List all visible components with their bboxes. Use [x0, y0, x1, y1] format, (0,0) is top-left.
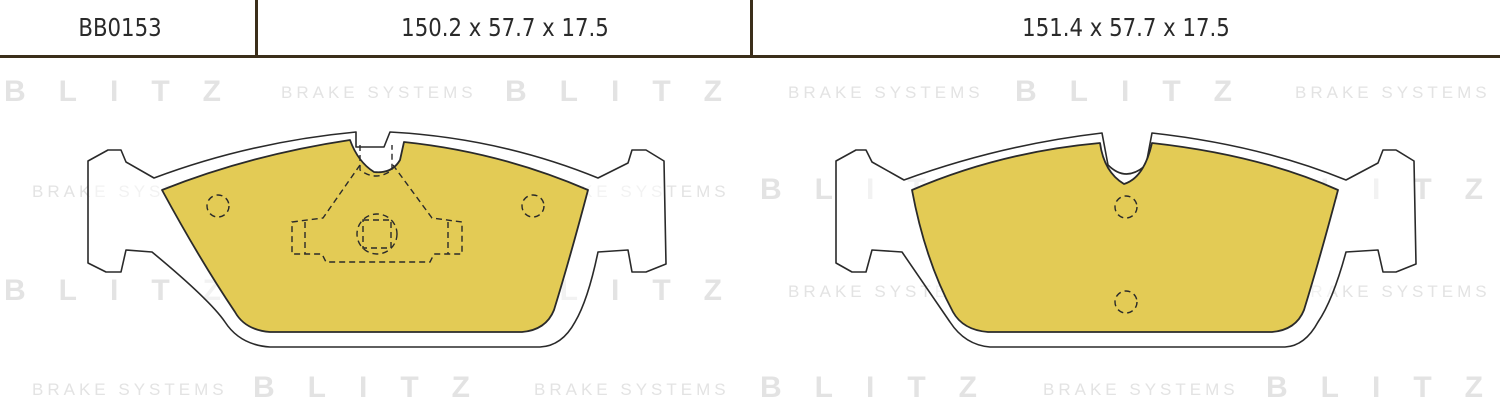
left-pad-pin-hole	[521, 194, 545, 218]
watermark-tagline: BRAKE SYSTEMS	[1295, 282, 1491, 301]
header-bar: BB0153 150.2 x 57.7 x 17.5 151.4 x 57.7 …	[0, 0, 1500, 58]
part-code: BB0153	[78, 13, 162, 42]
watermark-brand: BLITZ	[505, 75, 755, 108]
watermark-brand: BLITZ	[1266, 371, 1500, 404]
header-divider	[750, 0, 753, 58]
left-pad-clip-tabs	[304, 222, 449, 254]
left-pad-rivet-square	[362, 219, 392, 249]
left-pad-hidden-lines	[206, 145, 545, 263]
dimensions-left: 150.2 x 57.7 x 17.5	[401, 13, 609, 42]
right-pad-pin-hole	[1114, 290, 1138, 314]
right-pad-pin-hole	[1114, 195, 1138, 219]
watermark-tagline: BRAKE SYSTEMS	[788, 83, 984, 102]
watermark-tagline: BRAKE SYSTEMS	[1043, 380, 1239, 399]
left-pad-clip-outline	[291, 164, 463, 263]
watermark-tagline: BRAKE SYSTEMS	[281, 83, 477, 102]
watermark-tagline: BRAKE SYSTEMS	[32, 380, 228, 399]
watermark-brand: BLITZ	[1015, 75, 1265, 108]
left-pad-notch-outline	[359, 145, 393, 177]
watermark-tagline: BRAKE SYSTEMS	[1295, 83, 1491, 102]
watermark-brand: BLITZ	[253, 371, 503, 404]
left-pad-pin-hole	[206, 194, 230, 218]
left-pad-rivet	[356, 213, 398, 255]
dimensions-right: 151.4 x 57.7 x 17.5	[1022, 13, 1230, 42]
watermark-brand: BLITZ	[4, 75, 254, 108]
watermark-brand: BLITZ	[760, 371, 1010, 404]
header-divider	[255, 0, 258, 58]
right-pad-hidden-lines	[1114, 195, 1138, 314]
watermark-tagline: BRAKE SYSTEMS	[534, 380, 730, 399]
left-pad-friction-material	[161, 139, 589, 333]
right-pad-friction-material	[911, 142, 1339, 333]
